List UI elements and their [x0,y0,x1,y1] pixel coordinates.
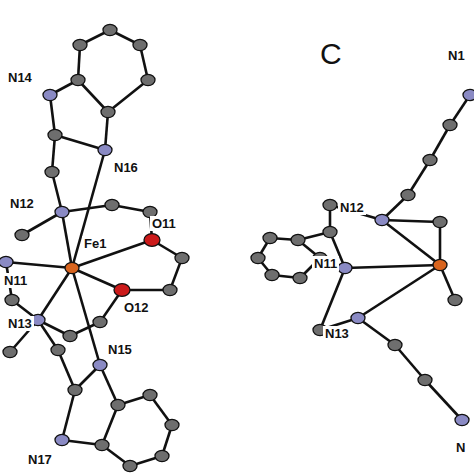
atom-ellipsoid [45,166,59,177]
bond [382,220,440,222]
atom-label: N14 [6,70,34,85]
atom-ellipsoid [101,106,115,117]
atom-ellipsoid [338,262,352,273]
atom-ellipsoid [55,206,69,217]
atom-label: N13 [6,316,34,331]
atom-ellipsoid [114,284,130,297]
bond [102,405,118,445]
atom-label: N16 [112,160,140,175]
atom-label: N11 [2,273,29,288]
atom-ellipsoid [15,229,29,240]
bond [72,268,100,365]
bond [108,80,148,112]
atom-ellipsoid [65,262,79,273]
atom-ellipsoid [103,24,117,35]
atom-label: N11 [312,256,339,271]
bond [62,212,72,268]
atom-ellipsoid [388,339,402,350]
atom-ellipsoid [3,346,17,357]
atom-ellipsoid [5,294,19,305]
bond [100,365,118,405]
atom-ellipsoid [375,214,389,225]
atom-ellipsoid [175,252,189,263]
atom-ellipsoid [455,414,469,425]
bond [425,380,462,420]
atom-ellipsoid [323,226,337,237]
atom-ellipsoid [291,234,305,245]
bond [358,265,440,318]
atom-ellipsoid [93,359,107,370]
atom-ellipsoid [401,189,415,200]
atom-ellipsoid [0,256,13,267]
atom-label: Fe1 [82,236,108,251]
bond [55,135,105,150]
atom-ellipsoid [143,389,157,400]
atom-ellipsoid [423,154,437,165]
atom-label: N12 [8,196,36,211]
atom-ellipsoid [105,199,119,210]
atom-ellipsoid [418,374,432,385]
atom-ellipsoid [48,129,62,140]
atom-ellipsoid [98,144,112,155]
atom-ellipsoid [93,316,107,327]
atom-ellipsoid [263,232,277,243]
atom-ellipsoid [73,39,87,50]
atom-label: N1 [446,48,467,63]
atom-ellipsoid [111,399,125,410]
bond [382,220,440,265]
atom-ellipsoid [141,74,155,85]
atom-ellipsoid [55,434,69,445]
atom-label: N15 [106,342,134,357]
atom-ellipsoid [71,74,85,85]
atom-ellipsoid [155,450,169,461]
atom-label: O12 [122,300,151,315]
atom-label: O11 [150,216,178,231]
atom-ellipsoid [293,272,307,283]
atom-label: N [454,440,467,455]
bond [6,262,72,268]
atom-label: N12 [338,200,366,215]
bond [62,390,75,440]
atom-ellipsoid [123,460,137,471]
bond [345,265,440,268]
atom-ellipsoid [144,234,160,247]
atom-ellipsoid [165,419,179,430]
bond [58,350,75,390]
atom-ellipsoid [323,199,337,210]
atom-ellipsoid [251,252,265,263]
atom-ellipsoid [351,312,365,323]
atom-ellipsoid [163,284,177,295]
atom-ellipsoid [448,294,462,305]
atom-ellipsoid [443,119,457,130]
atom-ellipsoid [433,259,447,270]
atom-ellipsoid [43,89,57,100]
atom-ellipsoid [265,269,279,280]
panel-letter: C [318,38,344,70]
atom-ellipsoid [133,39,147,50]
atom-ellipsoid [95,439,109,450]
atom-ellipsoid [51,344,65,355]
atom-ellipsoid [68,384,82,395]
atom-label: N13 [323,326,351,341]
bond [38,268,72,320]
bond [439,222,442,265]
bond [395,345,425,380]
atom-label: N17 [26,452,54,467]
atom-ellipsoid [463,89,474,100]
atom-ellipsoid [433,216,447,227]
atom-ellipsoid [63,330,77,341]
bond [320,268,345,330]
